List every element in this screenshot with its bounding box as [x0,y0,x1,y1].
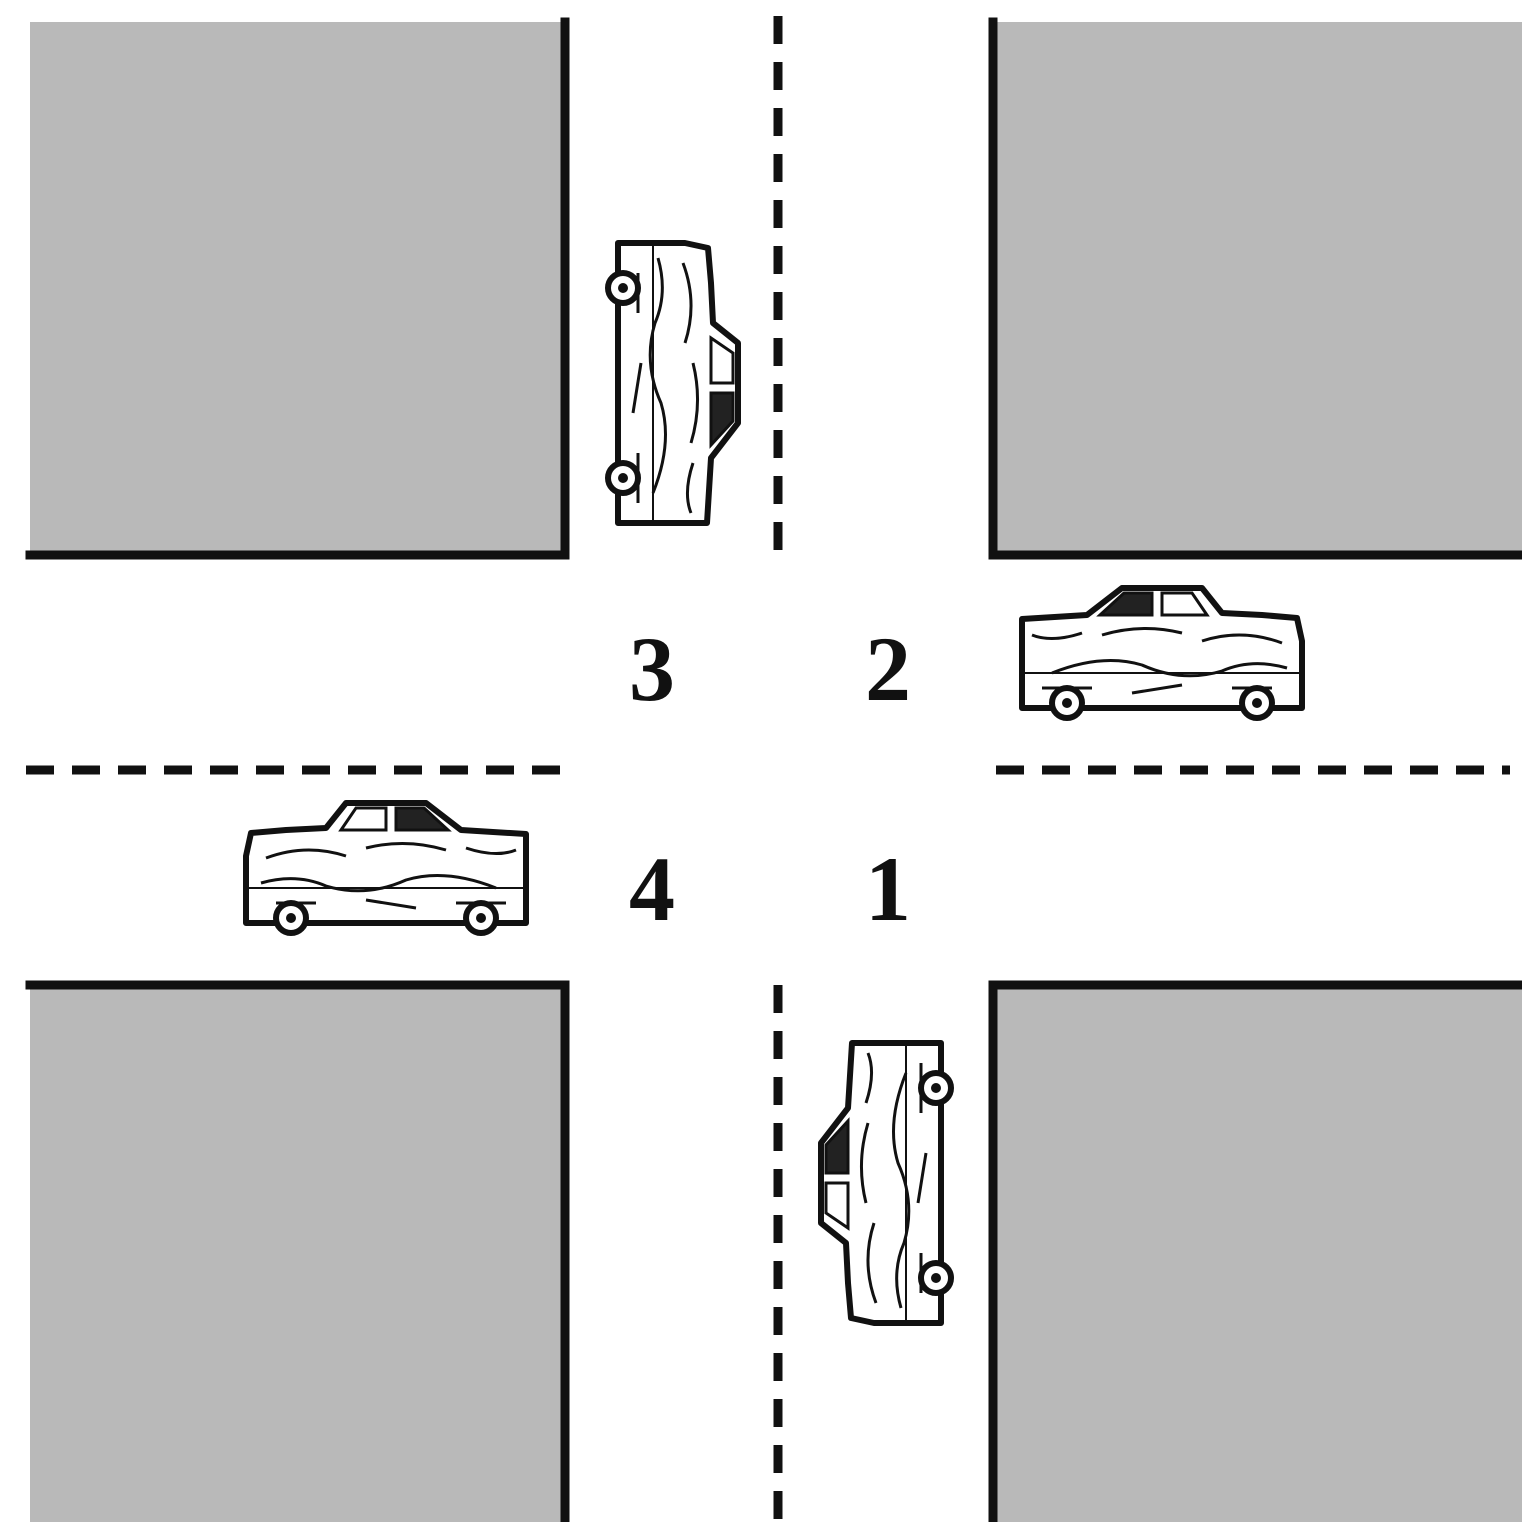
block-northwest [30,22,565,555]
car-west [246,803,526,933]
zone-label-2: 2 [865,618,911,720]
zone-label-4: 4 [629,838,675,940]
car-north [608,243,738,523]
car-east [1022,588,1302,718]
zone-labels: 3 2 4 1 [629,618,911,940]
block-northeast [993,22,1522,555]
block-southeast [993,985,1522,1522]
zone-label-3: 3 [629,618,675,720]
block-southwest [30,985,565,1522]
car-south [821,1043,951,1323]
zone-label-1: 1 [865,838,911,940]
